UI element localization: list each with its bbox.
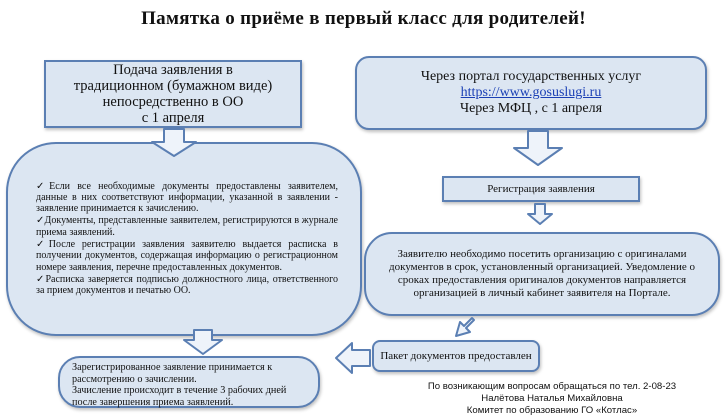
portal-line: Через портал государственных услуг — [420, 69, 642, 84]
registered-application-box: Зарегистрированное заявление принимается… — [58, 356, 320, 408]
arrow-diagonal-visit — [455, 317, 475, 337]
checklist-item: ✓После регистрации заявления заявителю в… — [36, 239, 338, 273]
checklist-item: ✓Документы, представленные заявителем, р… — [36, 215, 338, 238]
page-title: Памятка о приёме в первый класс для роди… — [141, 8, 586, 29]
paper-line: традиционном (бумажном виде) — [73, 78, 273, 94]
paper-submission-box: Подача заявления в традиционном (бумажно… — [44, 60, 302, 128]
contact-info: По возникающим вопросам обращаться по те… — [384, 381, 720, 416]
paper-line: Подача заявления в — [113, 62, 233, 78]
registered-line: Зарегистрированное заявление принимается… — [72, 362, 273, 385]
enrollment-line: Зачисление происходит в течение 3 рабочи… — [72, 385, 287, 408]
checklist-box: ✓Если все необходимые документы предоста… — [6, 142, 362, 336]
gosuslugi-link[interactable]: https://www.gosuslugi.ru — [460, 85, 602, 100]
checklist-item: ✓Если все необходимые документы предоста… — [36, 180, 338, 215]
contact-org: Комитет по образованию ГО «Котлас» — [466, 404, 638, 416]
visit-organization-box: Заявителю необходимо посетить организаци… — [364, 232, 720, 316]
contact-person: Налётова Наталья Михайловна — [481, 392, 623, 404]
arrow-down-paper — [151, 128, 197, 157]
arrow-down-portal — [513, 130, 563, 166]
registration-box: Регистрация заявления — [442, 176, 640, 202]
portal-mfc-line: Через МФЦ , с 1 апреля — [459, 101, 603, 116]
arrow-down-registration — [527, 203, 553, 225]
portal-submission-box: Через портал государственных услуг https… — [355, 56, 707, 130]
paper-line: непосредственно в ОО — [102, 94, 244, 110]
documents-provided-box: Пакет документов предоставлен — [372, 340, 540, 372]
arrow-down-checklist — [183, 329, 223, 355]
paper-line: с 1 апреля — [141, 110, 205, 126]
contact-phone: По возникающим вопросам обращаться по те… — [427, 381, 677, 392]
arrow-left-package — [335, 342, 371, 374]
checklist-item: ✓Расписка заверяется подписью должностно… — [36, 273, 338, 297]
